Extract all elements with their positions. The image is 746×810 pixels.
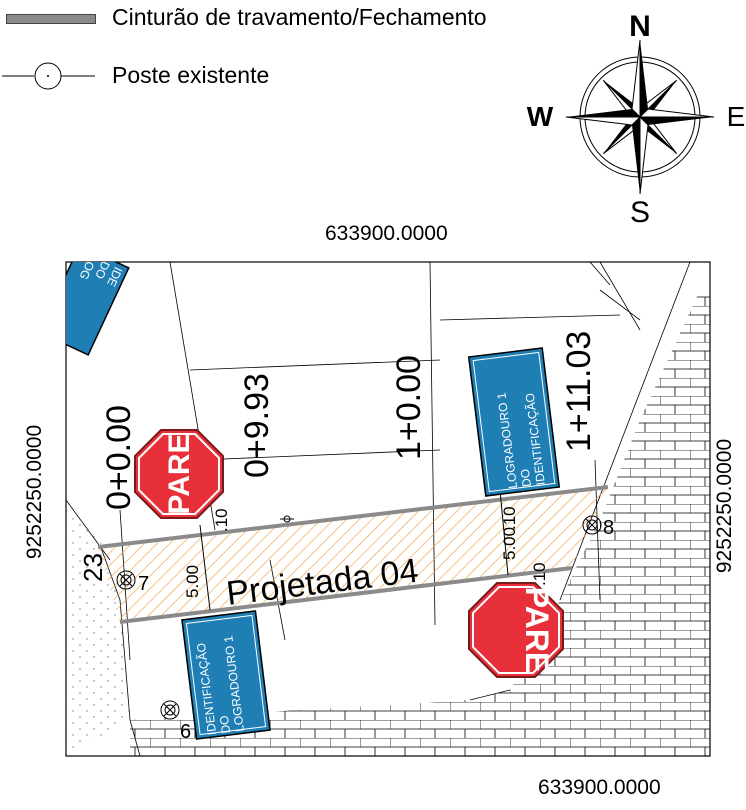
compass-major-star	[565, 39, 715, 195]
legend-label-band: Cinturão de travamento/Fechamento	[112, 4, 487, 30]
compass-east: E	[727, 101, 746, 132]
legend: Cinturão de travamento/Fechamento Poste …	[0, 0, 560, 110]
id-sign-partial-line2: DO	[92, 259, 112, 281]
street-band	[97, 485, 609, 624]
dim-width-right: 5.00	[500, 527, 519, 560]
stop-sign-2: PARE	[468, 582, 564, 678]
stop-sign-1: PARE	[134, 429, 224, 519]
pole-label-7: 7	[138, 573, 149, 595]
partial-lot-label: 23	[78, 553, 108, 582]
id-sign-top-line2: DO	[518, 468, 534, 488]
coord-bottom: 633900.0000	[538, 776, 661, 799]
compass-south: S	[630, 196, 650, 229]
station-label-0: 0+0.00	[100, 405, 138, 510]
station-label-1: 0+9.93	[238, 373, 276, 478]
legend-label-pole: Poste existente	[112, 62, 270, 88]
pole-label-8: 8	[603, 517, 614, 539]
compass-west: W	[527, 101, 554, 132]
pole-8	[582, 515, 602, 535]
pole-label-6: 6	[180, 721, 191, 743]
id-sign-top: IDENTIFICAÇÃO DO LOGRADOURO 1	[467, 347, 561, 497]
map-border	[65, 261, 711, 757]
brick-sidewalk-left	[130, 690, 520, 756]
id-sign-partial: IDE DO LOG	[66, 259, 130, 356]
station-label-2: 1+0.00	[390, 355, 428, 460]
dim-offset-right-bottom: .10	[530, 562, 549, 586]
dim-offset-right-top: .10	[500, 506, 519, 530]
dotted-area	[66, 500, 130, 756]
legend-pole-symbol	[2, 62, 95, 90]
dim-offset-left-top: .10	[212, 508, 231, 532]
id-sign-bottom-line2: DO	[217, 715, 233, 735]
pole-6	[160, 700, 180, 720]
compass-rose: N S W E	[527, 10, 746, 229]
coord-top: 633900.0000	[325, 222, 448, 245]
legend-band-symbol	[6, 14, 96, 24]
station-ticks	[199, 489, 509, 611]
id-sign-bottom: IDENTIFICAÇÃO DO LOGRADOURO 1	[181, 610, 271, 740]
dim-width-left: 5.00	[183, 565, 202, 598]
compass-north: N	[629, 10, 651, 43]
stop-sign-text-1: PARE	[163, 433, 196, 514]
pole-7	[116, 570, 136, 590]
compass-minor-star	[602, 79, 678, 155]
station-label-3: 1+11.03	[560, 331, 598, 452]
stop-sign-text-2: PARE	[519, 587, 555, 674]
